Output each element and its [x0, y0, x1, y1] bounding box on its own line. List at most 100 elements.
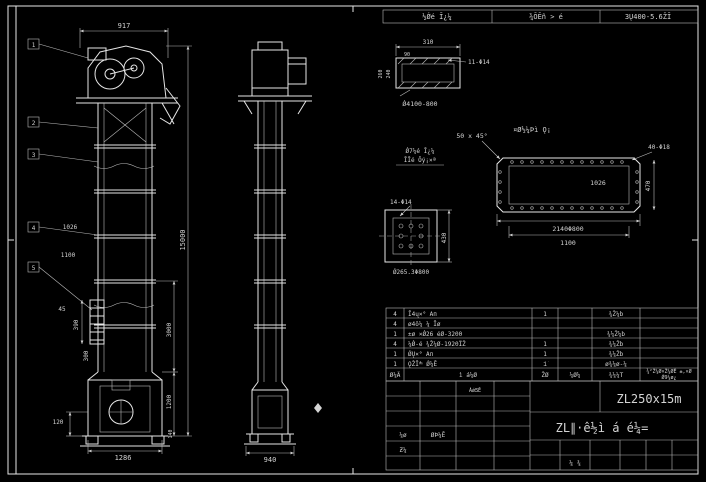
header-cell-3: 3Ų400-5.6ŽĪ	[625, 12, 671, 21]
parts-header-row: Ø¼Ä ì á¼Ø ŽØ ¼Ø¼ ¾¼¼T ¾²Ž¼Ø×Ž¼ØĒ ±,×Ø Ǿ9…	[390, 367, 692, 381]
dim-casing-2140: 2140Φ800	[552, 225, 583, 233]
front-view: 917	[28, 22, 192, 462]
side-column	[254, 101, 286, 382]
dim-90: 90	[404, 52, 410, 58]
drawing-model: ZL250x15m	[616, 392, 681, 406]
row-mat: ø¾¼ø-¼	[605, 361, 627, 368]
sign-check-label: ØÞ¼Ē	[431, 432, 446, 439]
row-qty: 4	[393, 311, 397, 318]
dim-flange-side: 430	[441, 232, 448, 243]
parts-row-5: 1 ǾŲ×° Ап 1 ¾¼Žb	[393, 350, 623, 358]
header-cell-2: ¾ÕĒñ > é	[529, 12, 563, 21]
row-num: 1ׂ	[543, 361, 550, 368]
header-col-4: ¼Ø¼	[570, 372, 581, 379]
row-qty: 1	[393, 351, 397, 358]
drawing-title: ZL∥·ê½ì á é¼=	[556, 421, 649, 435]
row-qty: 4	[393, 341, 397, 348]
dim-240: 240	[386, 69, 392, 78]
row-qty: 1	[393, 331, 397, 338]
row-num: 1	[543, 341, 547, 348]
channel-detail: 310 90 260 240 11-Φ14 Ǿ4100-800	[378, 39, 490, 108]
dim-260: 260	[378, 69, 384, 78]
row-desc: ǾŲ×° Ап	[408, 351, 434, 358]
row-desc: ±ø ×Ǿ26 éØ-3200	[408, 331, 463, 338]
label-weld-4100: Ǿ4100-800	[402, 99, 437, 108]
header-col-3: ŽØ	[541, 371, 549, 379]
front-door-detail	[82, 300, 104, 344]
flange-detail: Ǿ7¼é Ī¿¼ ĪĪé Ǒý¡×ª 14-Φ14 430 Ǿ265.3Φ800	[379, 148, 452, 276]
parts-row-2: 4 ø4ô׎¼ ¼ Īø	[393, 321, 441, 328]
row-mat: ¾Ž¼b	[609, 310, 624, 318]
dim-1200: 1200	[166, 394, 173, 409]
dim-390: 390	[73, 319, 80, 330]
row-qty: 1	[393, 361, 397, 368]
balloon-2: 2	[32, 120, 36, 127]
dim-3000: 3000	[166, 322, 173, 337]
balloon-1: 1	[32, 42, 36, 49]
header-col-1: Ø¼Ä	[390, 372, 401, 379]
row-qty: 4	[393, 321, 397, 328]
dim-300: 300	[83, 350, 90, 361]
dim-casing-470: 470	[645, 180, 652, 191]
row-desc: Ī4ų×° Ап	[408, 311, 437, 318]
row-mat: ¾¼Žb	[609, 340, 624, 348]
dim-casing-1026: 1026	[590, 179, 606, 187]
row-mat: ¾¼Ž¼b	[607, 330, 625, 338]
casing-body	[497, 158, 640, 212]
sheet-label: ¼ ¾	[569, 459, 581, 467]
chamfer-label: 50 x 45°	[456, 132, 487, 140]
balloon-4: 4	[32, 225, 36, 232]
side-head-section	[238, 42, 312, 114]
parts-table: 4 Ī4ų×° Ап 1 ¾Ž¼b 4 ø4ô׎¼ ¼ Īø 1 ±ø ×Ǿ26…	[386, 308, 698, 381]
side-view: 940	[238, 42, 322, 464]
approve-label: ÀǿƼĒ	[469, 387, 481, 394]
label-11-holes: 11-Φ14	[468, 59, 490, 66]
dim-front-top-width: 917	[118, 22, 131, 30]
balloon-3: 3	[32, 152, 36, 159]
flange-sub-label: Ǿ265.3Φ800	[393, 269, 430, 276]
channel-body	[396, 58, 460, 88]
label-40-holes: 40-Φ18	[648, 144, 670, 151]
header-cell-1: ½Ǿé Ī¿¼	[422, 12, 452, 21]
casing-label: ¤Ø½¼Þì Ǫ¡	[513, 126, 551, 134]
sign-draw-label: ¼ø	[399, 432, 407, 439]
balloon-5: 5	[32, 265, 36, 272]
front-head-section	[76, 46, 180, 124]
sign-design-label: Ƶ¼	[399, 447, 407, 454]
parts-row-4: 4 ¼Ǿ-é ¾Ž¼Ø-1920ÏŽ 1 ¾¼Žb	[393, 340, 623, 348]
dim-120: 120	[53, 419, 64, 426]
header-col-2: ì á¼Ø	[459, 372, 477, 379]
dim-front-bottom-width: 1286	[115, 454, 132, 462]
row-desc: ø4ô׎¼ ¼ Īø	[408, 321, 441, 328]
dim-side-bottom-width: 940	[264, 456, 277, 464]
table-note-2: Ǿ9¼ø¿	[661, 374, 676, 381]
flange-label-2: ĪĪé Ǒý¡×ª	[404, 157, 437, 164]
side-boot-section	[244, 382, 296, 444]
parts-row-1: 4 Ī4ų×° Ап 1 ¾Ž¼b	[393, 310, 623, 318]
parts-row-3: 1 ±ø ×Ǿ26 éØ-3200 ¾¼Ž¼b	[393, 330, 625, 338]
title-block: ÀǿƼĒ ¼ø ØÞ¼Ē Ƶ¼ ZL250x15m ZL∥·ê½ì á é¼= …	[386, 381, 698, 470]
row-num: 1	[543, 311, 547, 318]
dim-casing-1100: 1100	[560, 239, 576, 247]
header-strip: ½Ǿé Ī¿¼ ¾ÕĒñ > é 3Ų400-5.6ŽĪ	[383, 10, 698, 23]
dim-1026: 1026	[63, 224, 78, 231]
flange-label-1: Ǿ7¼é Ī¿¼	[406, 148, 435, 155]
flange-body	[379, 204, 443, 268]
section-mark	[314, 403, 322, 413]
front-boot-section	[80, 372, 170, 446]
table-note-1: ¾²Ž¼Ø×Ž¼ØĒ ±,×Ø	[646, 367, 691, 375]
label-14-holes: 14-Φ14	[390, 199, 412, 206]
dim-total-height: 15000	[179, 229, 187, 250]
dim-140: 140	[168, 429, 174, 438]
dim-45: 45	[58, 306, 66, 313]
header-col-5: ¾¼¼T	[609, 372, 624, 379]
row-desc: ¼Ǿ-é ¾Ž¼Ø-1920ÏŽ	[408, 340, 466, 348]
row-mat: ¾¼Žb	[609, 350, 624, 358]
row-desc: ǪŽĪׯ Ǿ¼Ē	[408, 360, 437, 368]
dim-310: 310	[423, 39, 434, 46]
casing-detail: ¤Ø½¼Þì Ǫ¡ 50 x 45° 40-Φ18 1026 470 2140Φ…	[456, 126, 670, 247]
row-num: 1	[543, 351, 547, 358]
dim-1100: 1100	[61, 252, 76, 259]
drawing-frame	[8, 6, 698, 474]
